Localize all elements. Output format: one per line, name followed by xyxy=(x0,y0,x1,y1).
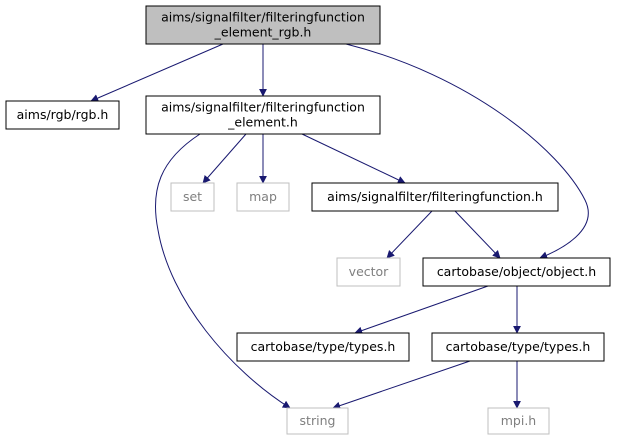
node-element[interactable]: aims/signalfilter/filteringfunction_elem… xyxy=(145,95,381,135)
node-label: cartobase/object/object.h xyxy=(437,264,596,279)
node-root[interactable]: aims/signalfilter/filteringfunction_elem… xyxy=(145,5,381,45)
node-label: set xyxy=(183,189,202,204)
edge-root-to-object xyxy=(345,43,589,260)
node-box xyxy=(145,95,381,135)
node-box xyxy=(487,407,550,435)
node-box xyxy=(422,257,611,287)
node-ff[interactable]: aims/signalfilter/filteringfunction.h xyxy=(311,182,559,212)
edge-object-to-types1 xyxy=(354,285,489,335)
node-label: aims/signalfilter/filteringfunction xyxy=(161,10,365,25)
node-object[interactable]: cartobase/object/object.h xyxy=(422,257,611,287)
edge-element-to-ff xyxy=(301,133,406,184)
edge-element-to-set xyxy=(202,133,247,184)
node-box xyxy=(5,100,120,130)
nodes-layer: aims/signalfilter/filteringfunction_elem… xyxy=(5,5,611,435)
node-box xyxy=(236,182,290,212)
node-label: cartobase/type/types.h xyxy=(446,339,591,354)
node-mpi: mpi.h xyxy=(487,407,550,435)
node-box xyxy=(286,407,349,435)
node-map: map xyxy=(236,182,290,212)
node-rgb[interactable]: aims/rgb/rgb.h xyxy=(5,100,120,130)
node-label: vector xyxy=(349,264,390,279)
node-box xyxy=(170,182,215,212)
node-box xyxy=(336,257,401,287)
edge-types2-to-string xyxy=(332,360,471,410)
node-label: map xyxy=(249,189,277,204)
edge-element-to-string xyxy=(154,133,291,409)
edges-layer xyxy=(90,43,589,410)
node-label: aims/rgb/rgb.h xyxy=(17,107,109,122)
node-types1[interactable]: cartobase/type/types.h xyxy=(236,332,410,362)
node-label: aims/signalfilter/filteringfunction xyxy=(161,100,365,115)
node-string: string xyxy=(286,407,349,435)
node-box xyxy=(431,332,605,362)
node-box xyxy=(311,182,559,212)
node-types2[interactable]: cartobase/type/types.h xyxy=(431,332,605,362)
node-vector: vector xyxy=(336,257,401,287)
node-label: aims/signalfilter/filteringfunction.h xyxy=(327,189,543,204)
node-label: string xyxy=(300,413,336,428)
node-set: set xyxy=(170,182,215,212)
node-label: mpi.h xyxy=(501,413,536,428)
node-box xyxy=(236,332,410,362)
node-box xyxy=(145,5,381,45)
edge-root-to-rgb xyxy=(90,43,224,102)
node-label: cartobase/type/types.h xyxy=(251,339,396,354)
node-label: _element.h xyxy=(227,115,298,130)
edge-ff-to-vector xyxy=(386,210,433,259)
node-label: _element_rgb.h xyxy=(214,25,312,40)
edge-ff-to-object xyxy=(454,210,501,259)
